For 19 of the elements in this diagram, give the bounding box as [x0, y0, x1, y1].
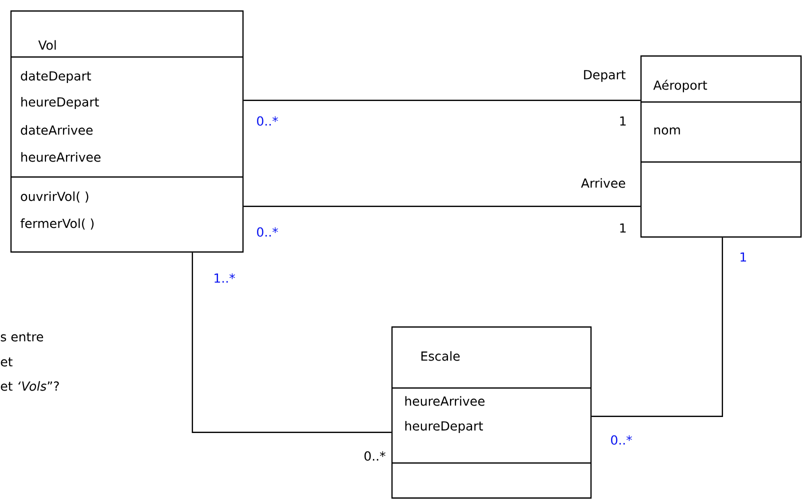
association-line — [244, 100, 640, 101]
question-text: et — [0, 358, 12, 366]
question-text: et ‘Vols”? — [0, 381, 59, 391]
role-name: Depart — [582, 69, 627, 83]
association-line — [592, 238, 723, 418]
class-box: Aéroport nom — [640, 55, 802, 238]
role-name: Arrivee — [580, 177, 627, 189]
multiplicity-label: 0..* — [611, 435, 632, 445]
multiplicity-label: 1..* — [214, 273, 235, 283]
multiplicity-label: 1 — [620, 116, 626, 126]
association-line — [192, 252, 392, 433]
multiplicity-label: 1 — [620, 223, 626, 233]
multiplicity-label: 1 — [740, 252, 746, 262]
question-text: s entre — [0, 332, 44, 342]
class-box: Vol dateDepart heureDepart dateArrivee heureArrivee ouvrirVol( ) fermerVol( ) — [10, 10, 244, 253]
association-line — [244, 206, 640, 207]
multiplicity-label: 0..* — [257, 227, 278, 237]
class-box: Escale heureArrivee heureDepart — [391, 326, 592, 499]
multiplicity-label: 0..* — [257, 116, 278, 126]
